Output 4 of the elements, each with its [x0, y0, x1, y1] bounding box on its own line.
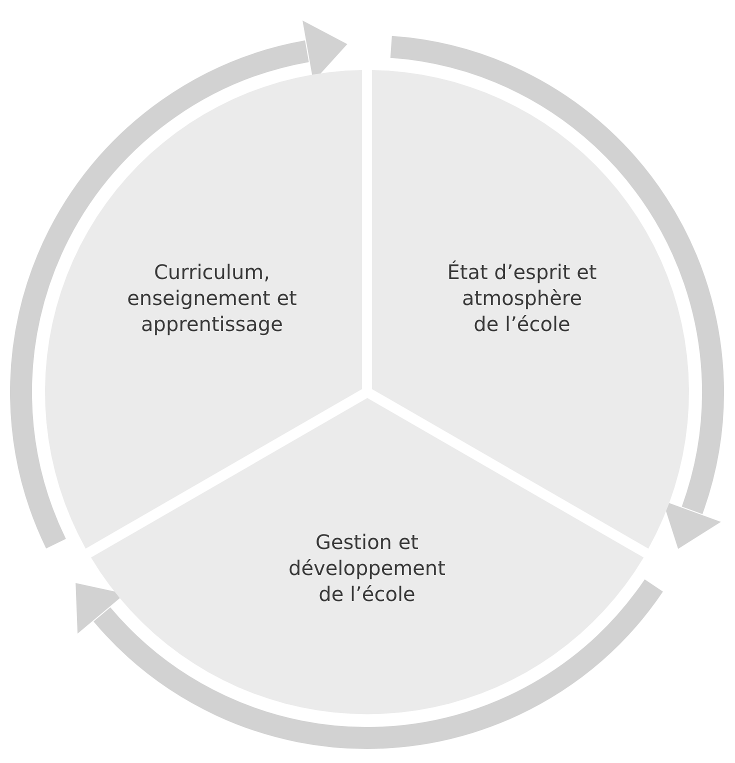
pie-sector — [90, 398, 644, 714]
sector-label: État d’esprit et atmosphère de l’école — [447, 258, 597, 337]
sector-label: Curriculum, enseignement et apprentissage — [126, 258, 298, 337]
sector-label: Gestion et développement de l’école — [288, 528, 446, 607]
